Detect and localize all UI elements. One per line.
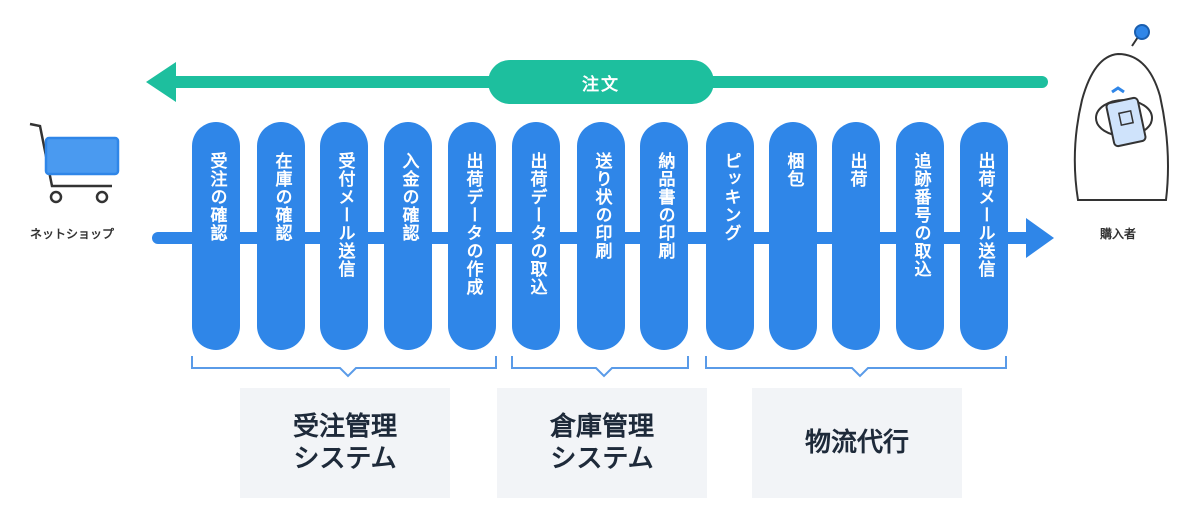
step-pill: 納品書の印刷 (640, 122, 688, 350)
order-pill: 注文 (488, 60, 714, 104)
right-actor-label: 購入者 (1100, 227, 1137, 241)
system-box-warehouse: 倉庫管理 システム (497, 388, 707, 498)
step-pill: 在庫の確認 (257, 122, 305, 350)
step-label: 出荷データの作成 (462, 152, 483, 296)
bracket-warehouse-system (511, 356, 689, 378)
step-label: 出荷データの取込 (526, 152, 547, 296)
step-pill: 入金の確認 (384, 122, 432, 350)
step-pill: 受注の確認 (192, 122, 240, 350)
step-pill: 出荷メール送信 (960, 122, 1008, 350)
step-label: 受注の確認 (206, 152, 227, 242)
step-label: 追跡番号の取込 (910, 152, 931, 278)
step-label: 送り状の印刷 (591, 152, 612, 260)
step-label: 受付メール送信 (334, 152, 355, 278)
buyer-character-icon (1073, 24, 1169, 201)
bracket-logistics (705, 356, 1007, 378)
step-label: 納品書の印刷 (654, 152, 675, 260)
order-label: 注文 (582, 74, 620, 95)
step-pill: 受付メール送信 (320, 122, 368, 350)
step-label: 入金の確認 (398, 152, 419, 242)
bracket-order-system (191, 356, 497, 378)
step-pill: 出荷データの取込 (512, 122, 560, 350)
step-pill: 追跡番号の取込 (896, 122, 944, 350)
step-label: 出荷 (846, 152, 867, 188)
step-label: ピッキング (720, 152, 741, 242)
step-pill: ピッキング (706, 122, 754, 350)
step-pill: 送り状の印刷 (577, 122, 625, 350)
step-pill: 出荷 (832, 122, 880, 350)
step-label: 梱包 (783, 152, 804, 188)
shopping-cart-icon (29, 122, 120, 204)
step-pill: 梱包 (769, 122, 817, 350)
group-brackets (191, 356, 1007, 378)
step-pill: 出荷データの作成 (448, 122, 496, 350)
left-actor-label: ネットショップ (30, 227, 115, 241)
step-label: 出荷メール送信 (974, 152, 995, 278)
system-box-order: 受注管理 システム (240, 388, 450, 498)
system-box-logistics: 物流代行 (752, 388, 962, 498)
step-label: 在庫の確認 (271, 152, 292, 242)
